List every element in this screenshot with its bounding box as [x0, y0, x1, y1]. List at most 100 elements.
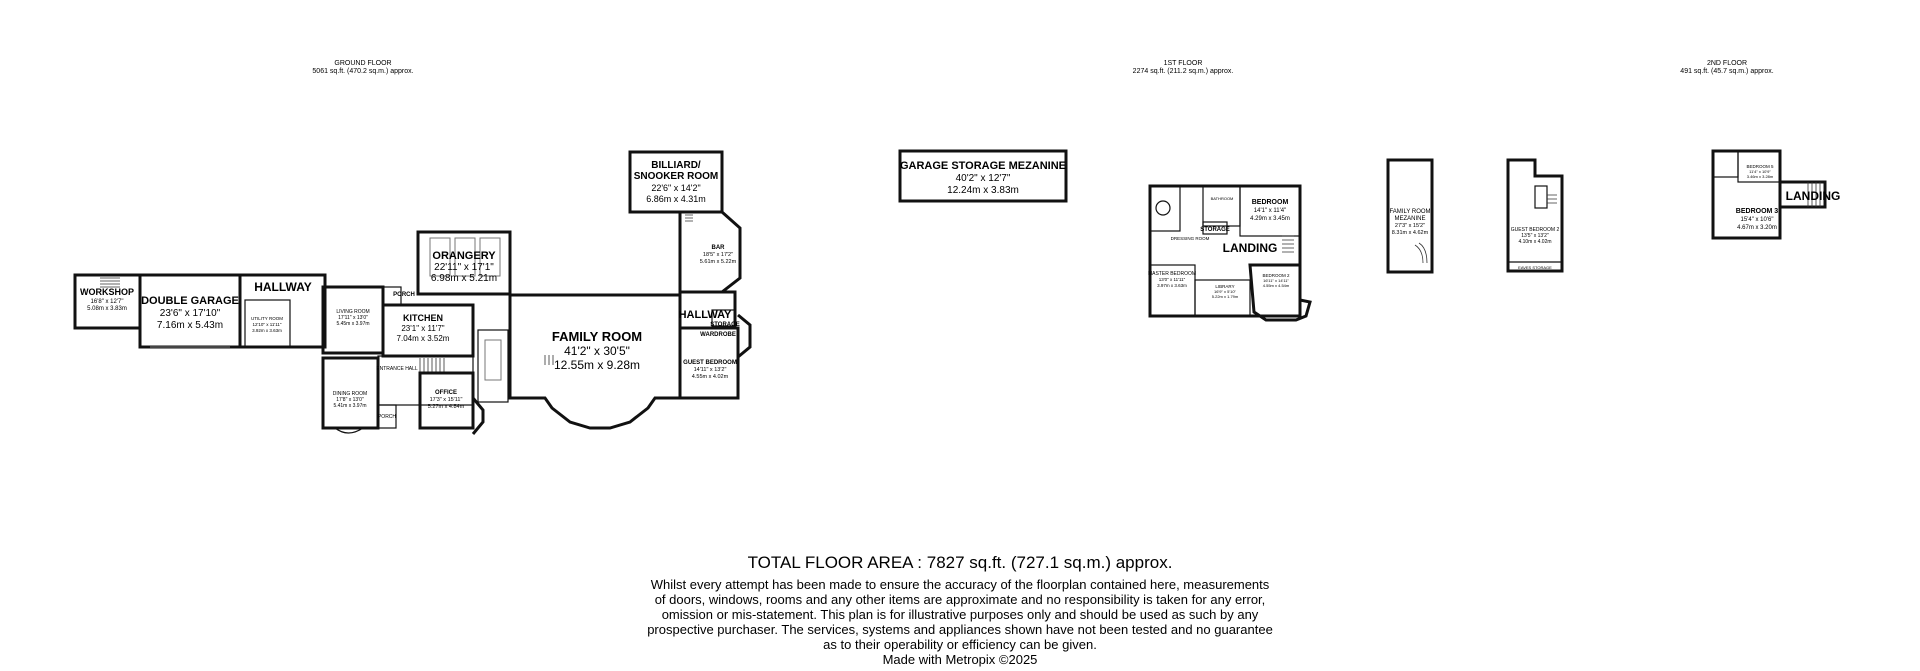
billiard-label-line1: BILLIARD/	[651, 160, 701, 171]
metropix-credit: Made with Metropix ©2025	[882, 652, 1038, 667]
library-metric: 5.22m x 1.79m	[1212, 294, 1239, 299]
bedroom2-room	[1248, 263, 1312, 322]
second-floor-name: 2ND FLOOR	[1706, 60, 1748, 67]
double-garage-imperial: 23'6" x 17'10"	[160, 308, 221, 319]
orangery-imperial: 22'11" x 17'1"	[434, 262, 494, 273]
billiard-imperial: 22'6" x 14'2"	[651, 183, 700, 193]
bedroom5-metric: 3.46m x 3.28m	[1747, 174, 1774, 179]
bedroom2-label: BEDROOM 2	[1262, 273, 1290, 278]
entrance-label: ENTRANCE HALL	[376, 366, 418, 372]
first-floor-heading: 1ST FLOOR 2274 sq.ft. (211.2 sq.m.) appr…	[1083, 60, 1283, 76]
landing-2f-label: LANDING	[1786, 189, 1841, 203]
bedroom3-imperial: 15'4" x 10'6"	[1741, 217, 1774, 223]
guest-bed-1f-metric: 4.10m x 4.02m	[1518, 239, 1551, 245]
guest-bed-1f-imperial: 13'5" x 13'2"	[1521, 233, 1549, 239]
office-label: OFFICE	[435, 390, 457, 396]
footer: TOTAL FLOOR AREA : 7827 sq.ft. (727.1 sq…	[540, 553, 1380, 667]
bar-label: BAR	[712, 245, 726, 251]
living-metric: 5.45m x 3.97m	[336, 321, 369, 327]
guest-bedroom-gf-room	[678, 326, 740, 400]
library-room	[1194, 279, 1251, 317]
guest-bedroom-2-plan: GUEST BEDROOM 2 13'5" x 13'2" 4.10m x 4.…	[1506, 158, 1564, 273]
kitchen-label: KITCHEN	[403, 313, 443, 323]
bar-imperial: 18'5" x 17'2"	[703, 252, 733, 258]
workshop-metric: 5.08m x 3.83m	[87, 306, 127, 312]
ensuite-room	[1149, 185, 1181, 232]
orangery-label: ORANGERY	[432, 250, 496, 262]
hallway-east-label: HALLWAY	[679, 309, 732, 321]
family-mezz-label-line1: FAMILY ROOM	[1389, 209, 1430, 215]
ground-floor-heading: GROUND FLOOR 5061 sq.ft. (470.2 sq.m.) a…	[263, 60, 463, 76]
family-metric: 12.55m x 9.28m	[554, 358, 640, 372]
landing-2f-room	[1778, 180, 1827, 209]
orangery-room	[416, 230, 512, 296]
workshop-label: WORKSHOP	[80, 287, 134, 297]
disclaimer-line: prospective purchaser. The services, sys…	[647, 622, 1273, 637]
billiard-room	[628, 150, 724, 214]
storage-1f-room	[1202, 221, 1228, 235]
utility-metric: 3.92m x 3.63m	[252, 328, 282, 333]
billiard-metric: 6.86m x 4.31m	[646, 194, 706, 204]
second-floor-area: 491 sq.ft. (45.7 sq.m.) approx.	[1680, 68, 1774, 75]
utility-room	[244, 299, 291, 348]
landing-1f-label: LANDING	[1223, 241, 1278, 255]
bedroom5-imperial: 11'4" x 10'9"	[1749, 169, 1771, 174]
family-mezz-metric: 8.31m x 4.62m	[1392, 230, 1429, 236]
ground-floor-labels: WORKSHOP 16'8" x 12'7" 5.08m x 3.83m DOU…	[80, 160, 740, 420]
garage-mezz-metric: 12.24m x 3.83m	[947, 185, 1019, 196]
ground-floor-area: 5061 sq.ft. (470.2 sq.m.) approx.	[312, 68, 414, 75]
library-label: LIBRARY	[1215, 284, 1234, 289]
hallway-gf-label: HALLWAY	[254, 280, 312, 294]
living-imperial: 17'11" x 13'0"	[338, 315, 368, 321]
workshop-imperial: 16'8" x 12'7"	[91, 299, 124, 305]
family-mezz-label-line2: MEZANINE	[1394, 216, 1425, 222]
bedroom5-label: BEDROOM 5	[1746, 164, 1774, 169]
bar-metric: 5.61m x 5.22m	[700, 259, 737, 265]
office-imperial: 17'3" x 15'11"	[430, 397, 463, 403]
guest-bedroom-gf-imperial: 14'11" x 13'2"	[694, 367, 727, 373]
first-floor-plan: BEDROOM 14'1" x 11'4" 4.29m x 3.45m BATH…	[1148, 184, 1312, 322]
bathroom-1f-room	[1202, 185, 1241, 227]
bedroom-1f-label: BEDROOM	[1252, 199, 1289, 206]
guest-bed-1f-label: GUEST BEDROOM 2	[1511, 227, 1560, 233]
dining-metric: 5.41m x 3.97m	[333, 403, 366, 409]
storage-gf-label: STORAGE	[710, 322, 740, 328]
disclaimer-line: Whilst every attempt has been made to en…	[650, 577, 1270, 592]
bedroom-1f-room	[1239, 185, 1301, 237]
family-imperial: 41'2" x 30'5"	[564, 344, 630, 358]
kitchen-room	[381, 303, 475, 358]
garage-mezz-imperial: 40'2" x 12'7"	[956, 173, 1011, 184]
total-floor-area: TOTAL FLOOR AREA : 7827 sq.ft. (727.1 sq…	[747, 553, 1173, 572]
second-floor-plan: BEDROOM 5 11'4" x 10'9" 3.46m x 3.28m LA…	[1711, 149, 1841, 240]
office-room	[418, 371, 475, 430]
wardrobe-label: WARDROBE	[700, 332, 736, 338]
disclaimer: Whilst every attempt has been made to en…	[540, 577, 1380, 652]
bathroom-1f-label: BATHROOM	[1211, 196, 1234, 201]
utility-label: UTILITY ROOM	[251, 316, 283, 321]
dining-imperial: 17'8" x 13'0"	[336, 397, 364, 403]
garage-mezzanine-plan: GARAGE STORAGE MEZANINE 40'2" x 12'7" 12…	[898, 149, 1068, 203]
garage-mezz-label: GARAGE STORAGE MEZANINE	[900, 160, 1066, 172]
master-metric: 3.97m x 3.63m	[1157, 283, 1187, 288]
second-floor-heading: 2ND FLOOR 491 sq.ft. (45.7 sq.m.) approx…	[1627, 60, 1827, 76]
bedroom3-label: BEDROOM 3	[1736, 208, 1779, 215]
guest-bedroom-gf-label: GUEST BEDROOM	[683, 360, 737, 366]
master-imperial: 13'0" x 11'11"	[1159, 277, 1186, 282]
eaves-label: EAVES STORAGE	[1518, 265, 1552, 270]
disclaimer-line: omission or mis-statement. This plan is …	[661, 607, 1259, 622]
kitchen-imperial: 23'1" x 11'7"	[401, 324, 444, 333]
dressing-label: DRESSING ROOM	[1171, 236, 1210, 241]
storage-gf-room	[711, 309, 736, 327]
office-metric: 5.27m x 4.84m	[428, 404, 465, 410]
porch-top-label: PORCH	[393, 292, 415, 298]
bedroom2-imperial: 16'11" x 14'11"	[1263, 278, 1289, 283]
family-mezz-imperial: 27'3" x 15'2"	[1395, 223, 1425, 229]
first-floor-area: 2274 sq.ft. (211.2 sq.m.) approx.	[1132, 68, 1234, 75]
ground-floor-plan	[73, 150, 752, 435]
bedroom2-metric: 4.55m x 4.54m	[1263, 283, 1290, 288]
master-label: MASTER BEDROOM	[1148, 271, 1196, 277]
bedroom-1f-metric: 4.29m x 3.45m	[1250, 216, 1290, 222]
dining-label: DINING ROOM	[333, 391, 367, 397]
kitchen-metric: 7.04m x 3.52m	[397, 334, 450, 343]
